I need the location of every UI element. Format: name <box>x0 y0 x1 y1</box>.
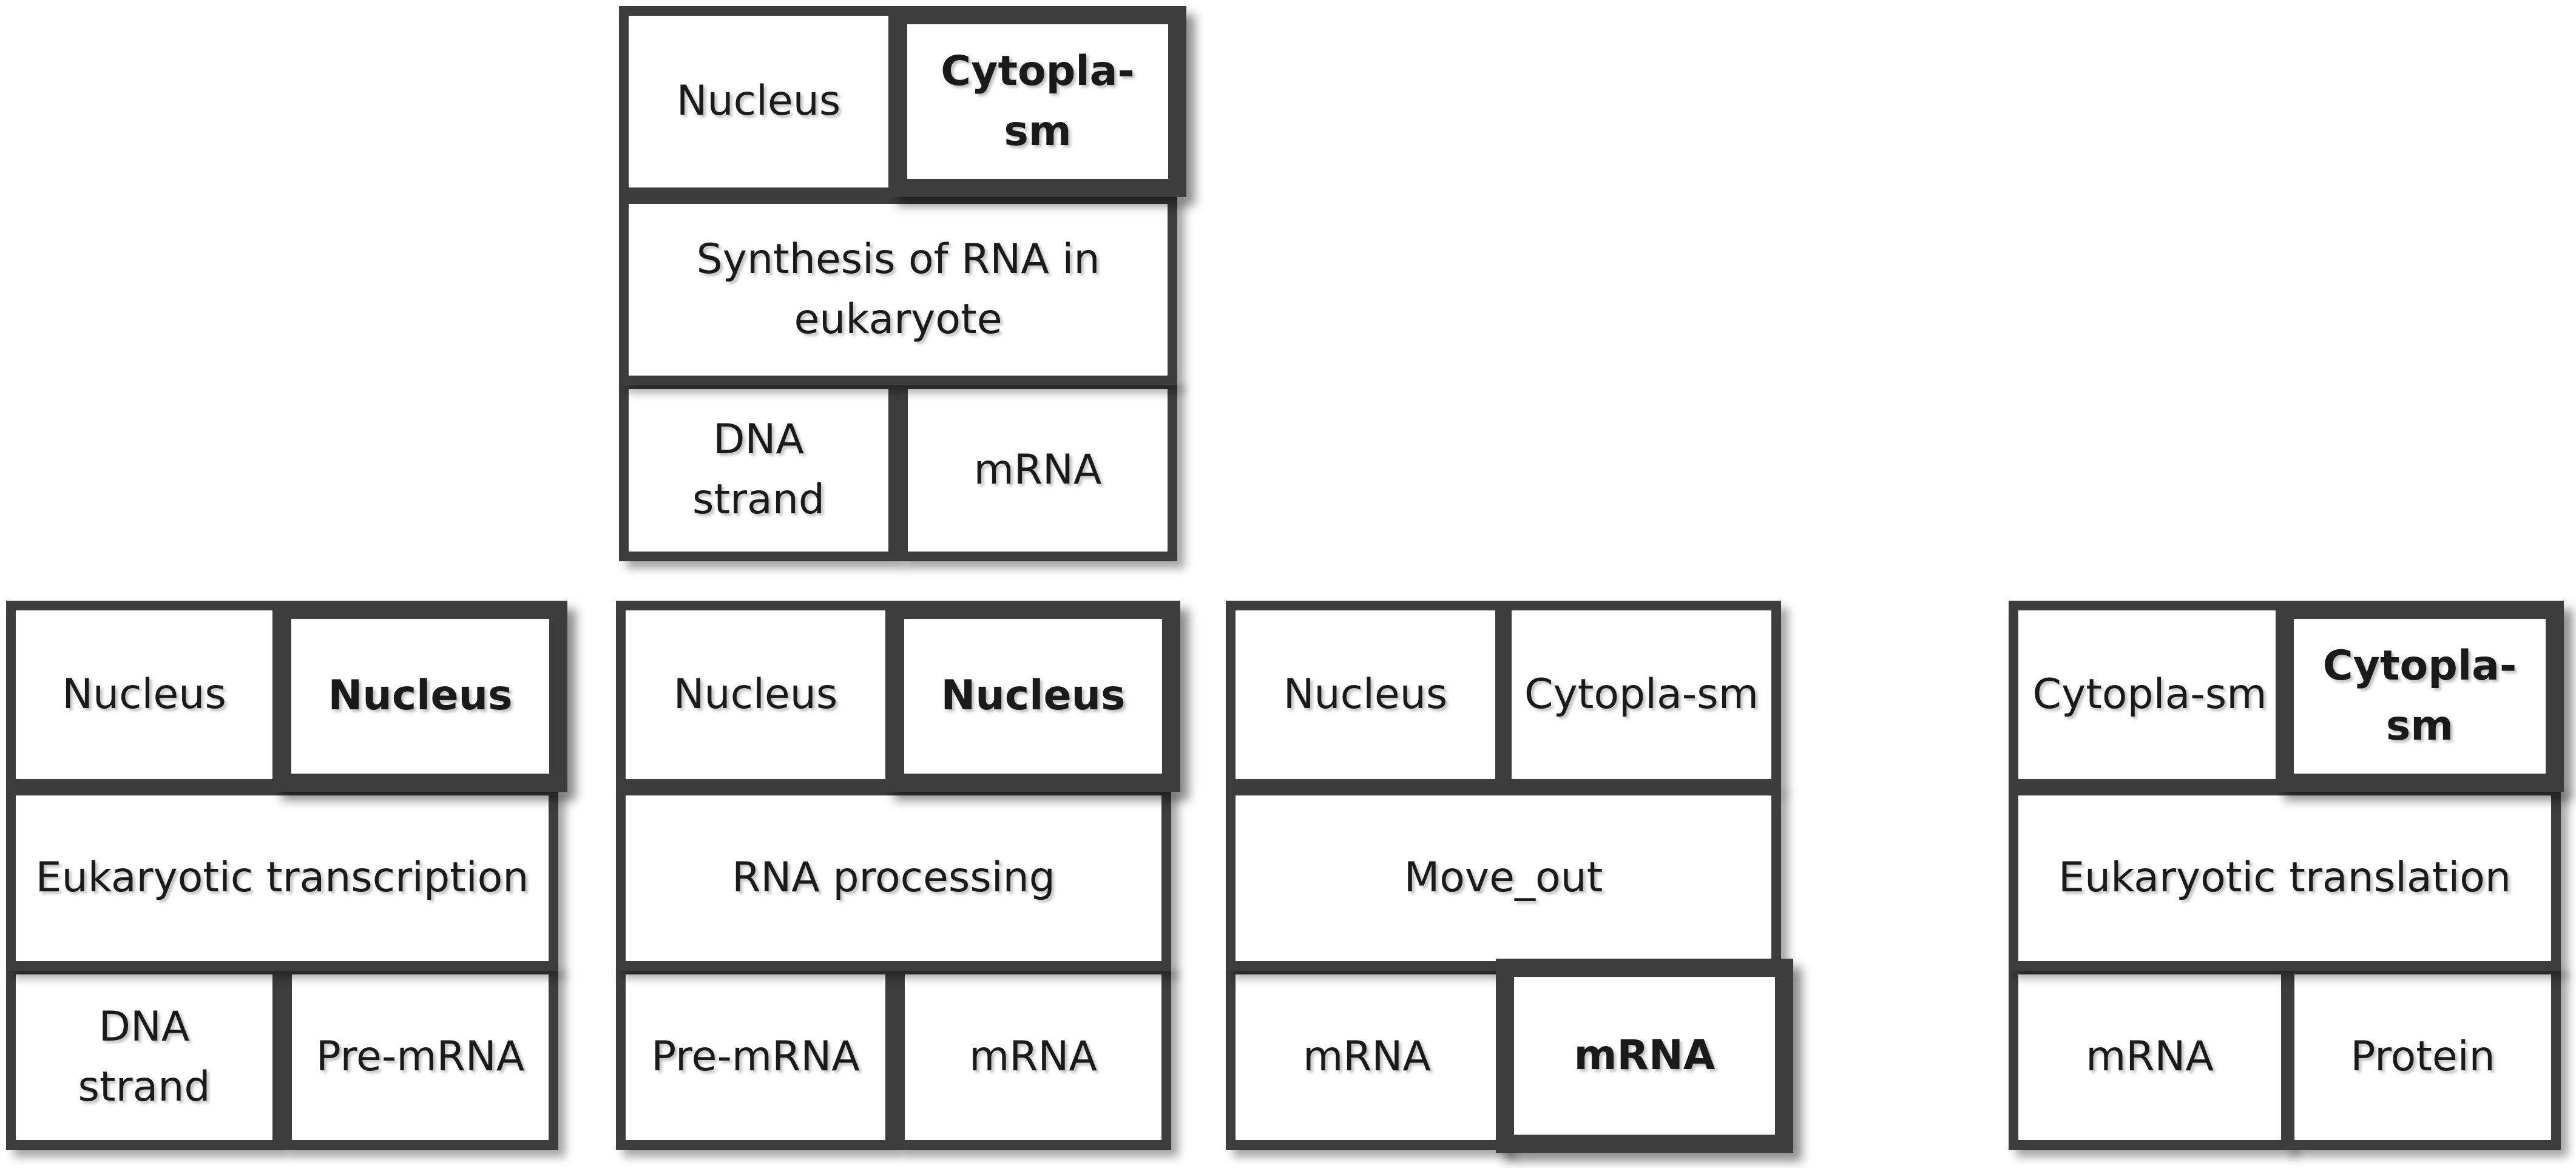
input-label: DNA strand <box>78 1002 211 1111</box>
output-cell: Protein <box>2285 965 2561 1150</box>
top-right-location-cell: Cytopla-sm <box>1502 601 1781 789</box>
top-right-location-cell: Cytopla- sm <box>2276 601 2564 792</box>
output-cell: mRNA <box>1496 959 1793 1153</box>
top-left-location-cell: Nucleus <box>616 601 895 789</box>
top-right-location-label: Cytopla- sm <box>2322 641 2517 750</box>
top-left-location-cell: Nucleus <box>6 601 282 789</box>
top-left-location-label: Nucleus <box>673 670 838 718</box>
top-left-location-cell: Nucleus <box>1226 601 1505 789</box>
output-cell: Pre-mRNA <box>282 965 558 1150</box>
input-cell: mRNA <box>2009 965 2291 1150</box>
top-left-location-label: Cytopla-sm <box>2032 670 2267 718</box>
output-label: mRNA <box>969 1033 1097 1081</box>
top-left-location-label: Nucleus <box>1283 670 1448 718</box>
input-label: Pre-mRNA <box>651 1033 860 1081</box>
process-block-transcription: Nucleus Nucleus Eukaryotic transcription… <box>6 601 567 1153</box>
process-name-cell: Eukaryotic translation <box>2009 786 2561 971</box>
output-label: Pre-mRNA <box>316 1033 525 1081</box>
input-label: mRNA <box>1303 1033 1431 1081</box>
process-name-cell: Eukaryotic transcription <box>6 786 558 971</box>
top-right-location-label: Cytopla-sm <box>1524 670 1759 718</box>
output-cell: mRNA <box>898 379 1177 561</box>
process-name-label: Eukaryotic translation <box>2058 854 2511 902</box>
input-cell: mRNA <box>1226 965 1508 1150</box>
process-block-translation: Cytopla-sm Cytopla- sm Eukaryotic transl… <box>2009 601 2564 1153</box>
input-cell: DNA strand <box>6 965 282 1150</box>
process-block-move-out: Nucleus Cytopla-sm Move_out mRNA mRNA <box>1226 601 1793 1153</box>
top-right-location-label: Cytopla- sm <box>941 47 1135 155</box>
process-name-label: Synthesis of RNA in eukaryote <box>696 235 1100 343</box>
top-left-location-label: Nucleus <box>62 670 226 718</box>
top-right-location-cell: Nucleus <box>273 601 567 792</box>
top-left-location-label: Nucleus <box>676 77 841 126</box>
input-cell: DNA strand <box>619 379 898 561</box>
process-name-cell: Move_out <box>1226 786 1781 971</box>
top-right-location-cell: Nucleus <box>886 601 1180 792</box>
top-right-location-label: Nucleus <box>941 672 1126 720</box>
process-name-label: Move_out <box>1404 854 1603 902</box>
output-label: mRNA <box>1574 1031 1716 1079</box>
input-label: mRNA <box>2086 1033 2214 1081</box>
process-name-label: RNA processing <box>732 854 1055 902</box>
process-name-cell: RNA processing <box>616 786 1171 971</box>
output-cell: mRNA <box>895 965 1171 1150</box>
top-left-location-cell: Nucleus <box>619 6 898 197</box>
input-cell: Pre-mRNA <box>616 965 895 1150</box>
output-label: mRNA <box>973 445 1102 494</box>
process-name-label: Eukaryotic transcription <box>35 854 529 902</box>
process-name-cell: Synthesis of RNA in eukaryote <box>619 194 1177 385</box>
top-left-location-cell: Cytopla-sm <box>2009 601 2291 789</box>
top-right-location-label: Nucleus <box>328 672 513 720</box>
process-block-synthesis: Nucleus Cytopla- sm Synthesis of RNA in … <box>619 6 1186 561</box>
input-label: DNA strand <box>692 416 825 524</box>
top-right-location-cell: Cytopla- sm <box>889 6 1186 197</box>
output-label: Protein <box>2350 1033 2495 1081</box>
process-block-rna-processing: Nucleus Nucleus RNA processing Pre-mRNA … <box>616 601 1180 1153</box>
